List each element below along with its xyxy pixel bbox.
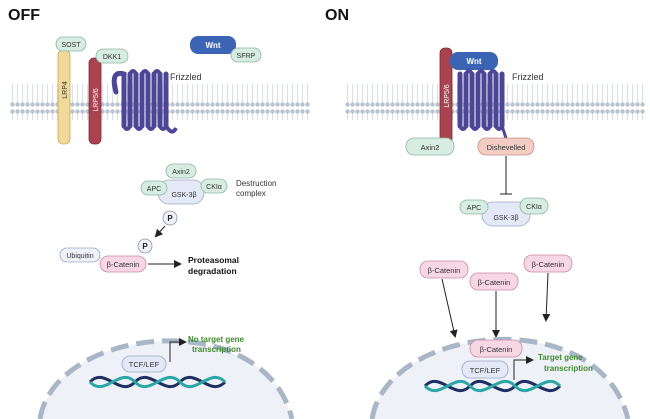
off-arrow-phospho (154, 225, 166, 238)
on-frizzled: Frizzled (457, 69, 544, 139)
off-nucleus (37, 338, 295, 419)
off-ck1a-label: CKIα (206, 184, 222, 191)
on-arrow-1 (441, 278, 458, 338)
off-dkk1: DKK1 (95, 48, 129, 64)
off-lrp4-label: LRP4 (62, 81, 69, 99)
off-destruction-line1: Destruction (236, 179, 276, 188)
on-arrow-3 (542, 272, 551, 322)
off-proteasomal-line2: degradation (188, 266, 237, 276)
off-destruction-line2: complex (236, 189, 266, 198)
off-no-target-line2: transcription (192, 345, 241, 354)
on-gsk3b-label: GSK-3β (493, 215, 518, 222)
off-sost-label: SOST (61, 42, 81, 49)
off-panel: OFF LRP4 LRP5/6 SOST DKK1 Friz (8, 7, 310, 419)
off-destruction-complex: Axin2 APC GSK-3β CKIα Destruction comple… (140, 163, 276, 205)
off-frizzled-label: Frizzled (170, 72, 202, 82)
on-wnt: Wnt (450, 52, 498, 70)
off-dkk1-label: DKK1 (103, 54, 121, 61)
off-apc-label: APC (147, 186, 161, 193)
off-bcatenin: β-Catenin (99, 255, 147, 273)
off-proteasomal-line1: Proteasomal (188, 255, 239, 265)
off-wnt-label: Wnt (205, 41, 220, 50)
on-axin2-label: Axin2 (421, 143, 440, 152)
off-sfrp: SFRP (230, 47, 262, 63)
off-axin2-label: Axin2 (172, 169, 190, 176)
off-bcatenin-label: β-Catenin (107, 260, 140, 269)
on-bcatenin-nuc-label: β-Catenin (480, 345, 513, 354)
off-no-target-line1: No target gene (188, 335, 245, 344)
on-bcatenin-nucleus: β-Catenin (469, 339, 523, 358)
off-ubiquitin-label: Ubiquitin (66, 253, 93, 260)
off-lrp4: LRP4 (57, 49, 71, 145)
on-bcatenin-2: β-Catenin (469, 272, 519, 291)
on-tcf: TCF/LEF (461, 360, 509, 379)
on-bcatenin-1: β-Catenin (419, 260, 469, 279)
off-dna (88, 375, 227, 389)
on-transcription-arrow (513, 356, 534, 380)
on-complex: APC GSK-3β CKIα (459, 197, 549, 227)
off-gsk3b-label: GSK-3β (171, 192, 196, 199)
off-tcf: TCF/LEF (121, 355, 167, 373)
off-frizzled: Frizzled (111, 69, 202, 134)
off-phospho-1: P (162, 210, 178, 226)
off-sost: SOST (55, 36, 87, 52)
on-inhibition (500, 156, 512, 195)
on-dna (423, 379, 562, 393)
on-title: ON (325, 7, 349, 24)
on-target-line2: transcription (544, 364, 593, 373)
off-title: OFF (8, 7, 40, 24)
on-ck1a-label: CKIα (526, 204, 542, 211)
on-target-line1: Target gene (538, 353, 583, 362)
on-bcatenin-3: β-Catenin (523, 254, 573, 273)
off-tcf-label: TCF/LEF (129, 360, 160, 369)
on-bcatenin3-label: β-Catenin (532, 260, 565, 269)
off-phospho-2: P (137, 238, 153, 254)
off-sfrp-label: SFRP (237, 53, 256, 60)
on-tcf-label: TCF/LEF (470, 366, 501, 375)
off-ubiquitin: Ubiquitin (59, 247, 101, 263)
off-p2-label: P (142, 242, 148, 251)
on-panel: ON LRP5/6 Wnt Frizzled Axin2 Disheve (325, 7, 645, 419)
on-frizzled-label: Frizzled (512, 72, 544, 82)
off-lrp56-label: LRP5/6 (93, 88, 100, 111)
off-lrp56: LRP5/6 (88, 57, 102, 145)
on-wnt-label: Wnt (466, 57, 481, 66)
on-dishevelled-label: Dishevelled (487, 143, 526, 152)
off-p1-label: P (167, 214, 173, 223)
on-axin2: Axin2 (405, 137, 455, 156)
on-apc-label: APC (467, 205, 481, 212)
off-transcription-arrow (169, 338, 187, 362)
on-dishevelled: Dishevelled (477, 137, 535, 156)
on-bcatenin2-label: β-Catenin (478, 278, 511, 287)
on-lrp56-label: LRP5/6 (444, 84, 451, 107)
on-bcatenin1-label: β-Catenin (428, 266, 461, 275)
off-wnt: Wnt (190, 36, 236, 54)
